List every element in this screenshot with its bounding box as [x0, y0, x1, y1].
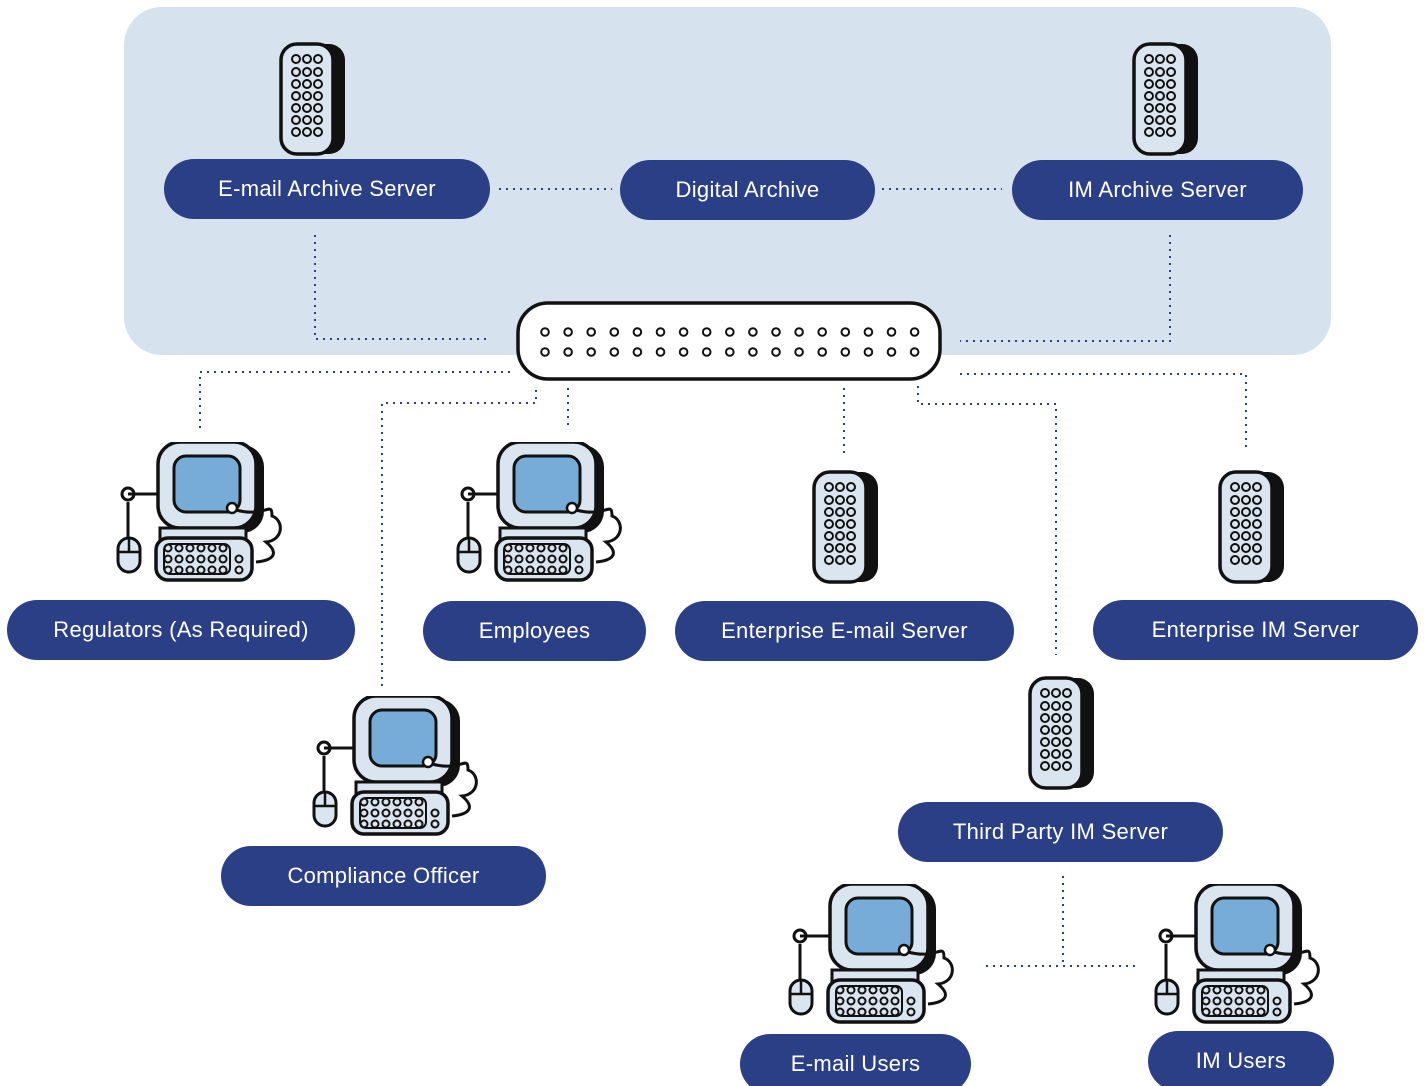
employees-label: Employees	[423, 601, 646, 661]
server-icon	[279, 42, 347, 156]
im-users-label: IM Users	[1148, 1031, 1334, 1086]
computer-workstation-icon	[312, 696, 479, 836]
connectors	[199, 188, 1247, 967]
regulators-label: Regulators (As Required)	[7, 600, 355, 660]
network-hub-icon	[516, 301, 942, 381]
server-icon	[812, 470, 880, 584]
server-icon	[1132, 42, 1200, 156]
computer-workstation-icon	[788, 884, 955, 1024]
computer-workstation-icon	[456, 442, 623, 582]
compliance-officer-label: Compliance Officer	[221, 846, 546, 906]
connector-im-archive-switch	[960, 235, 1171, 342]
computer-workstation-icon	[1154, 884, 1321, 1024]
email-users-label: E-mail Users	[740, 1034, 971, 1086]
connector-switch-third-party	[917, 386, 1057, 655]
connector-switch-enterprise-im	[960, 373, 1247, 452]
third-party-im-server-label: Third Party IM Server	[898, 802, 1223, 862]
enterprise-im-server-label: Enterprise IM Server	[1093, 600, 1418, 660]
im-archive-server-label: IM Archive Server	[1012, 160, 1303, 220]
computer-workstation-icon	[116, 442, 283, 582]
server-icon	[1218, 470, 1286, 584]
connector-switch-compliance	[381, 388, 537, 686]
enterprise-email-server-label: Enterprise E-mail Server	[675, 601, 1014, 661]
email-archive-server-label: E-mail Archive Server	[164, 159, 490, 219]
server-icon	[1028, 676, 1096, 790]
connector-switch-regulators	[199, 371, 510, 428]
digital-archive-label: Digital Archive	[620, 160, 875, 220]
